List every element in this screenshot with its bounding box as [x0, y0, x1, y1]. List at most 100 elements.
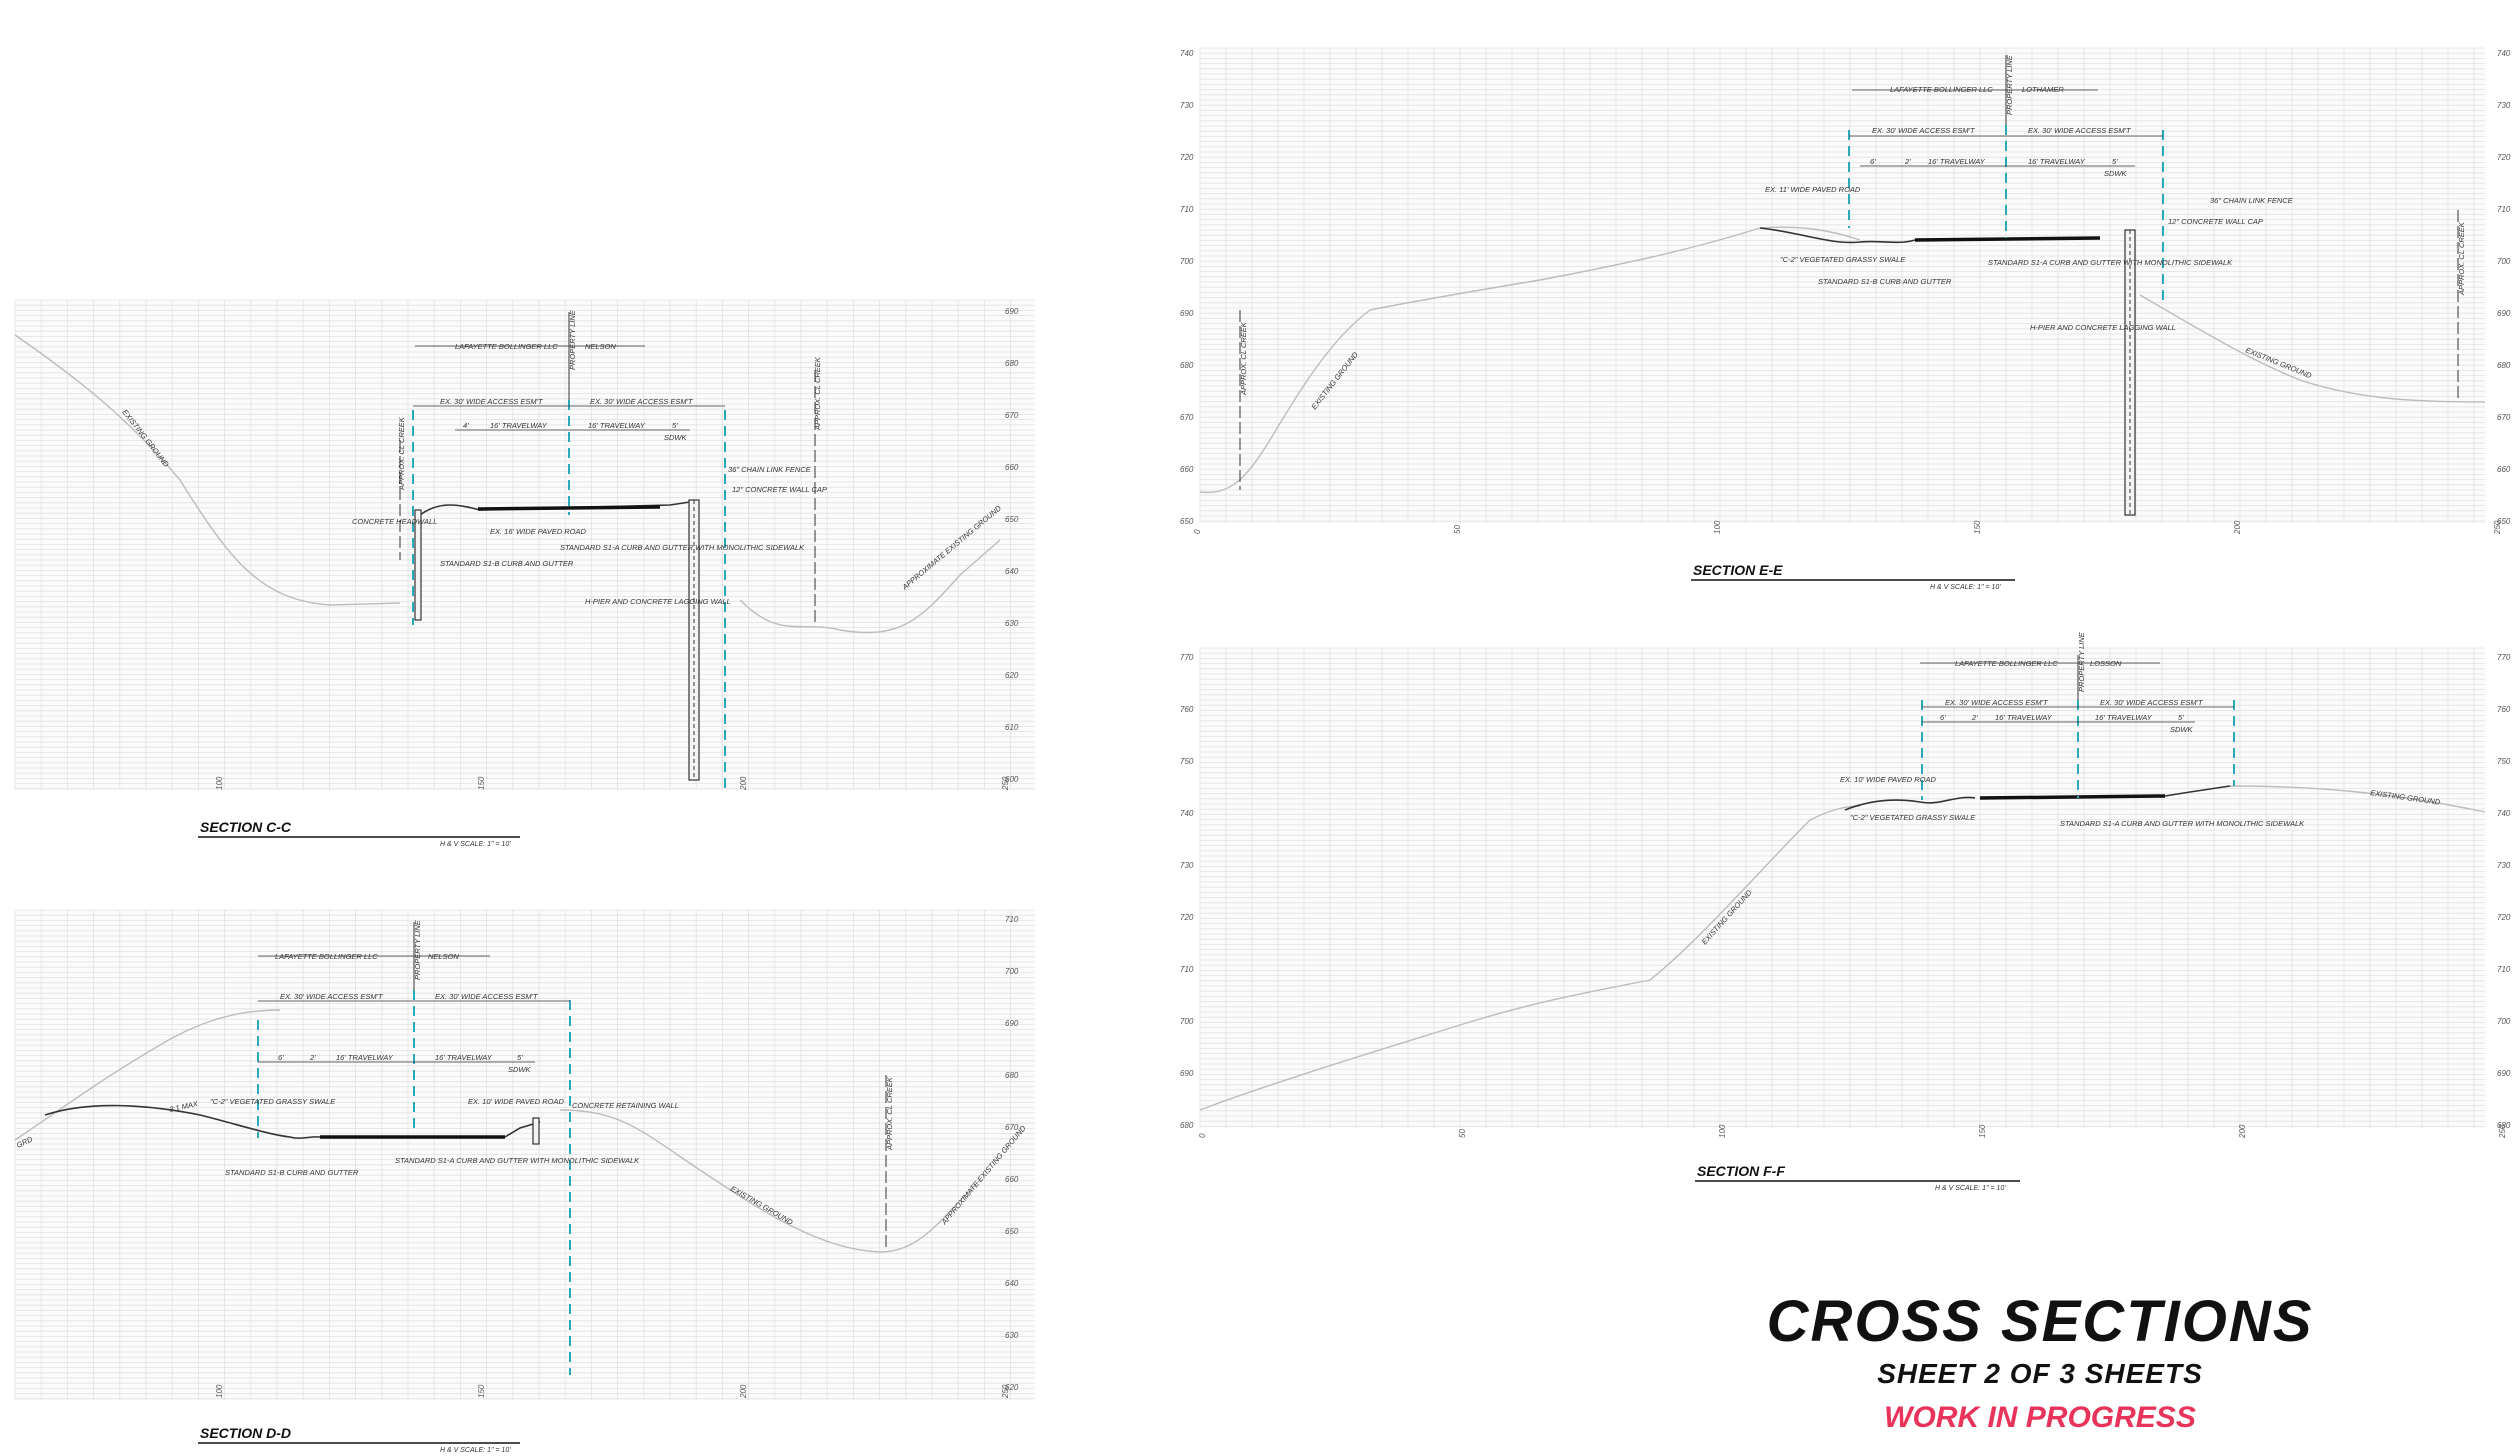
- dim-label: 16' TRAVELWAY: [2095, 713, 2153, 722]
- dim-label: SDWK: [2104, 169, 2127, 178]
- dim-label: 6': [1870, 157, 1876, 166]
- sheet-title-block: CROSS SECTIONS SHEET 2 OF 3 SHEETS WORK …: [1690, 1290, 2390, 1438]
- elev-label: 600: [1005, 775, 1019, 784]
- curb-sdwk-label: STANDARD S1-A CURB AND GUTTER WITH MONOL…: [2060, 819, 2305, 828]
- station-label: 100: [1713, 520, 1722, 534]
- elev-label: 700: [1180, 1017, 1194, 1026]
- elev-label: 630: [1005, 619, 1019, 628]
- section-ee-station-labels: 0 50 100 150 200 250: [1193, 520, 2502, 535]
- dim-label: 5': [672, 421, 678, 430]
- elev-label: 720: [2497, 153, 2511, 162]
- section-cc-elevation-labels: 690 680 670 660 650 640 630 620 610 600: [1005, 307, 1019, 784]
- property-line-label: PROPERTY LINE: [2077, 631, 2086, 692]
- elev-label: 730: [2497, 101, 2511, 110]
- hpier-label: H-PIER AND CONCRETE LAGGING WALL: [2030, 323, 2176, 332]
- elev-label: 750: [2497, 757, 2511, 766]
- elev-label: 750: [1180, 757, 1194, 766]
- station-label: 150: [1978, 1124, 1987, 1138]
- dim-label: 16' TRAVELWAY: [588, 421, 646, 430]
- elev-label: 680: [1005, 1071, 1019, 1080]
- section-dd: 710 700 690 680 670 660 650 640 630 620 …: [14, 909, 1035, 1454]
- elev-label: 640: [1005, 567, 1019, 576]
- creek-label: APPROX. CL CREEK: [397, 416, 406, 491]
- dim-label: 16' TRAVELWAY: [1928, 157, 1986, 166]
- elev-label: 690: [1180, 1069, 1194, 1078]
- dim-label: 6': [1940, 713, 1946, 722]
- creek-label: APPROX. CL CREEK: [2457, 221, 2466, 296]
- section-ff-elevation-labels-right: 770 760 750 740 730 720 710 700 690 680: [2497, 653, 2511, 1130]
- elev-label: 660: [1005, 463, 1019, 472]
- proposed-grade-line: [44, 1104, 321, 1139]
- dim-label: 16' TRAVELWAY: [336, 1053, 394, 1062]
- station-label: 100: [1718, 1124, 1727, 1138]
- station-label: 250: [2498, 1124, 2507, 1139]
- elev-label: 690: [2497, 309, 2511, 318]
- section-dd-elevation-labels: 710 700 690 680 670 660 650 640 630 620: [1005, 915, 1019, 1392]
- swale-label: "C-2" VEGETATED GRASSY SWALE: [1780, 255, 1906, 264]
- proposed-grade-line: [1759, 227, 1916, 244]
- property-line-label: PROPERTY LINE: [2005, 54, 2014, 115]
- elev-label: 710: [1005, 915, 1019, 924]
- property-line-label: PROPERTY LINE: [568, 309, 577, 370]
- station-label: 150: [477, 1384, 486, 1398]
- elev-label: 650: [1005, 515, 1019, 524]
- dim-label: SDWK: [664, 433, 687, 442]
- existing-ground-line: [1199, 785, 2486, 1111]
- station-label: 200: [2233, 520, 2242, 535]
- dim-label: 16' TRAVELWAY: [2028, 157, 2086, 166]
- curb-sdwk-label: STANDARD S1-A CURB AND GUTTER WITH MONOL…: [1988, 258, 2233, 267]
- elev-label: 660: [1005, 1175, 1019, 1184]
- fence-label: 36" CHAIN LINK FENCE: [728, 465, 812, 474]
- paved-road-label: EX. 11' WIDE PAVED ROAD: [1765, 185, 1861, 194]
- elev-label: 660: [2497, 465, 2511, 474]
- scale-label: H & V SCALE: 1" = 10': [1935, 1185, 2006, 1192]
- station-label: 0: [1193, 529, 1202, 534]
- section-cc-station-labels: 100 150 200 250: [215, 776, 1010, 791]
- elev-label: 700: [2497, 257, 2511, 266]
- elev-label: 690: [1005, 1019, 1019, 1028]
- section-cc-grid: [15, 300, 1035, 790]
- elev-label: 610: [1005, 723, 1019, 732]
- elev-label: 680: [1180, 1121, 1194, 1130]
- station-label: 50: [1453, 525, 1462, 534]
- elev-label: 700: [1005, 967, 1019, 976]
- section-ee: 740 730 720 710 700 690 680 670 660 650 …: [1180, 47, 2511, 591]
- section-ee-elevation-labels-right: 740 730 720 710 700 690 680 670 660 650: [2497, 49, 2511, 526]
- station-label: 250: [1001, 1384, 1010, 1399]
- dim-label: 5': [2112, 157, 2118, 166]
- elev-label: 690: [2497, 1069, 2511, 1078]
- elev-label: 640: [1005, 1279, 1019, 1288]
- elev-label: 680: [1005, 359, 1019, 368]
- section-dd-grid: [15, 910, 1035, 1400]
- paved-road-label: EX. 10' WIDE PAVED ROAD: [1840, 775, 1936, 784]
- elev-label: 710: [1180, 965, 1194, 974]
- headwall-label: CONCRETE HEADWALL: [352, 517, 437, 526]
- elev-label: 650: [1180, 517, 1194, 526]
- esmt-label: EX. 30' WIDE ACCESS ESM'T: [440, 397, 544, 406]
- elev-label: 760: [2497, 705, 2511, 714]
- elev-label: 740: [1180, 49, 1194, 58]
- owner-right: NELSON: [585, 342, 616, 351]
- creek-label: APPROX. CL CREEK: [1239, 321, 1248, 396]
- station-label: 250: [2493, 520, 2502, 535]
- dim-label: 16' TRAVELWAY: [1995, 713, 2053, 722]
- elev-label: 650: [1005, 1227, 1019, 1236]
- esmt-label: EX. 30' WIDE ACCESS ESM'T: [1945, 698, 2049, 707]
- section-ff: 770 760 750 740 730 720 710 700 690 680 …: [1180, 631, 2511, 1192]
- elev-label: 770: [1180, 653, 1194, 662]
- owner-right: LOTHAMER: [2022, 85, 2064, 94]
- curb-label: STANDARD S1-B CURB AND GUTTER: [440, 559, 574, 568]
- elev-label: 660: [1180, 465, 1194, 474]
- proposed-grade-line: [2164, 785, 2231, 797]
- elev-label: 740: [2497, 49, 2511, 58]
- scale-label: H & V SCALE: 1" = 10': [440, 1447, 511, 1454]
- elev-label: 680: [1180, 361, 1194, 370]
- curb-label: STANDARD S1-B CURB AND GUTTER: [225, 1168, 359, 1177]
- elev-label: 670: [1005, 411, 1019, 420]
- elev-label: 620: [1005, 1383, 1019, 1392]
- dim-label: 16' TRAVELWAY: [490, 421, 548, 430]
- elev-label: 650: [2497, 517, 2511, 526]
- paved-road-label: EX. 16' WIDE PAVED ROAD: [490, 527, 586, 536]
- owner-left: LAFAYETTE BOLLINGER LLC: [1890, 85, 1993, 94]
- headwall: [414, 509, 422, 621]
